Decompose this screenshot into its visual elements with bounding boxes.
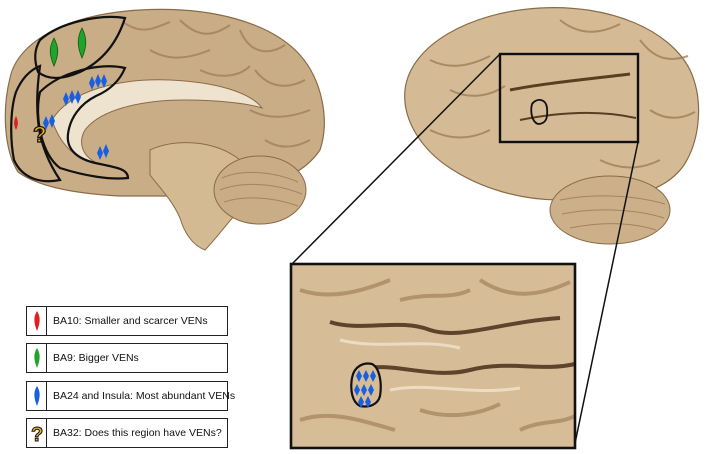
- zoom-source-box: [498, 52, 640, 144]
- zoom-line-right: [573, 141, 639, 449]
- blue-ven-icon: [75, 90, 81, 104]
- lateral-brain-view: [404, 6, 700, 245]
- legend-item-ba24: BA24 and Insula: Most abundant VENs: [26, 381, 235, 411]
- zoom-line-left: [291, 53, 501, 265]
- blue-ven-icon: [63, 92, 69, 106]
- legend-swatch-ba24: [27, 381, 47, 411]
- blue-ven-icon: [103, 144, 109, 158]
- zoom-inset-frame: [289, 262, 577, 450]
- blue-ven-icon: [69, 90, 75, 104]
- blue-ven-icon: [363, 370, 369, 382]
- lateral-hemisphere: [404, 6, 700, 201]
- region-ba24-outline: [36, 65, 130, 180]
- blue-ven-icon: [361, 384, 367, 396]
- legend-item-ba9: BA9: Bigger VENs: [26, 343, 228, 373]
- green-ven-icon: [49, 37, 59, 68]
- red-ven-icon: [14, 116, 18, 130]
- question-mark-icon: ?: [32, 121, 47, 147]
- insula-vens: [354, 370, 376, 408]
- medial-brain-view: ?: [4, 8, 325, 251]
- red-ven-icon: [33, 311, 40, 331]
- blue-ven-icon: [358, 396, 364, 408]
- blue-ven-icon: [370, 370, 376, 382]
- cerebellum: [213, 155, 307, 225]
- legend-label-ba24: BA24 and Insula: Most abundant VENs: [53, 390, 236, 402]
- blue-ven-icon: [95, 74, 101, 88]
- legend-item-ba32: ? BA32: Does this region have VENs?: [26, 418, 228, 448]
- legend-label-ba32: BA32: Does this region have VENs?: [53, 427, 222, 439]
- legend-label-ba10: BA10: Smaller and scarcer VENs: [53, 315, 208, 327]
- legend-swatch-ba9: [27, 343, 47, 373]
- question-mark-icon: ?: [30, 424, 43, 445]
- svg-text:?: ?: [33, 122, 46, 147]
- blue-ven-icon: [33, 386, 40, 406]
- green-ven-icon: [77, 27, 87, 60]
- blue-ven-icon: [89, 76, 95, 90]
- svg-text:?: ?: [31, 424, 43, 444]
- blue-ven-icon: [365, 396, 371, 408]
- blue-ven-icon: [101, 74, 107, 88]
- blue-ven-icon: [368, 384, 374, 396]
- blue-ven-icon: [49, 114, 55, 128]
- ba24-vens: [43, 74, 109, 160]
- blue-ven-icon: [43, 116, 49, 130]
- green-ven-icon: [33, 348, 40, 368]
- legend-label-ba9: BA9: Bigger VENs: [53, 352, 139, 364]
- insula-outline-small: [530, 99, 549, 125]
- legend-swatch-ba10: [27, 306, 47, 336]
- blue-ven-icon: [97, 146, 103, 160]
- blue-ven-icon: [356, 370, 362, 382]
- ba9-vens: [49, 27, 87, 68]
- legend-swatch-ba32: ?: [27, 418, 47, 448]
- legend-item-ba10: BA10: Smaller and scarcer VENs: [26, 306, 228, 336]
- region-ba32-outline: [10, 64, 62, 183]
- blue-ven-icon: [354, 384, 360, 396]
- zoom-inset: [289, 262, 577, 450]
